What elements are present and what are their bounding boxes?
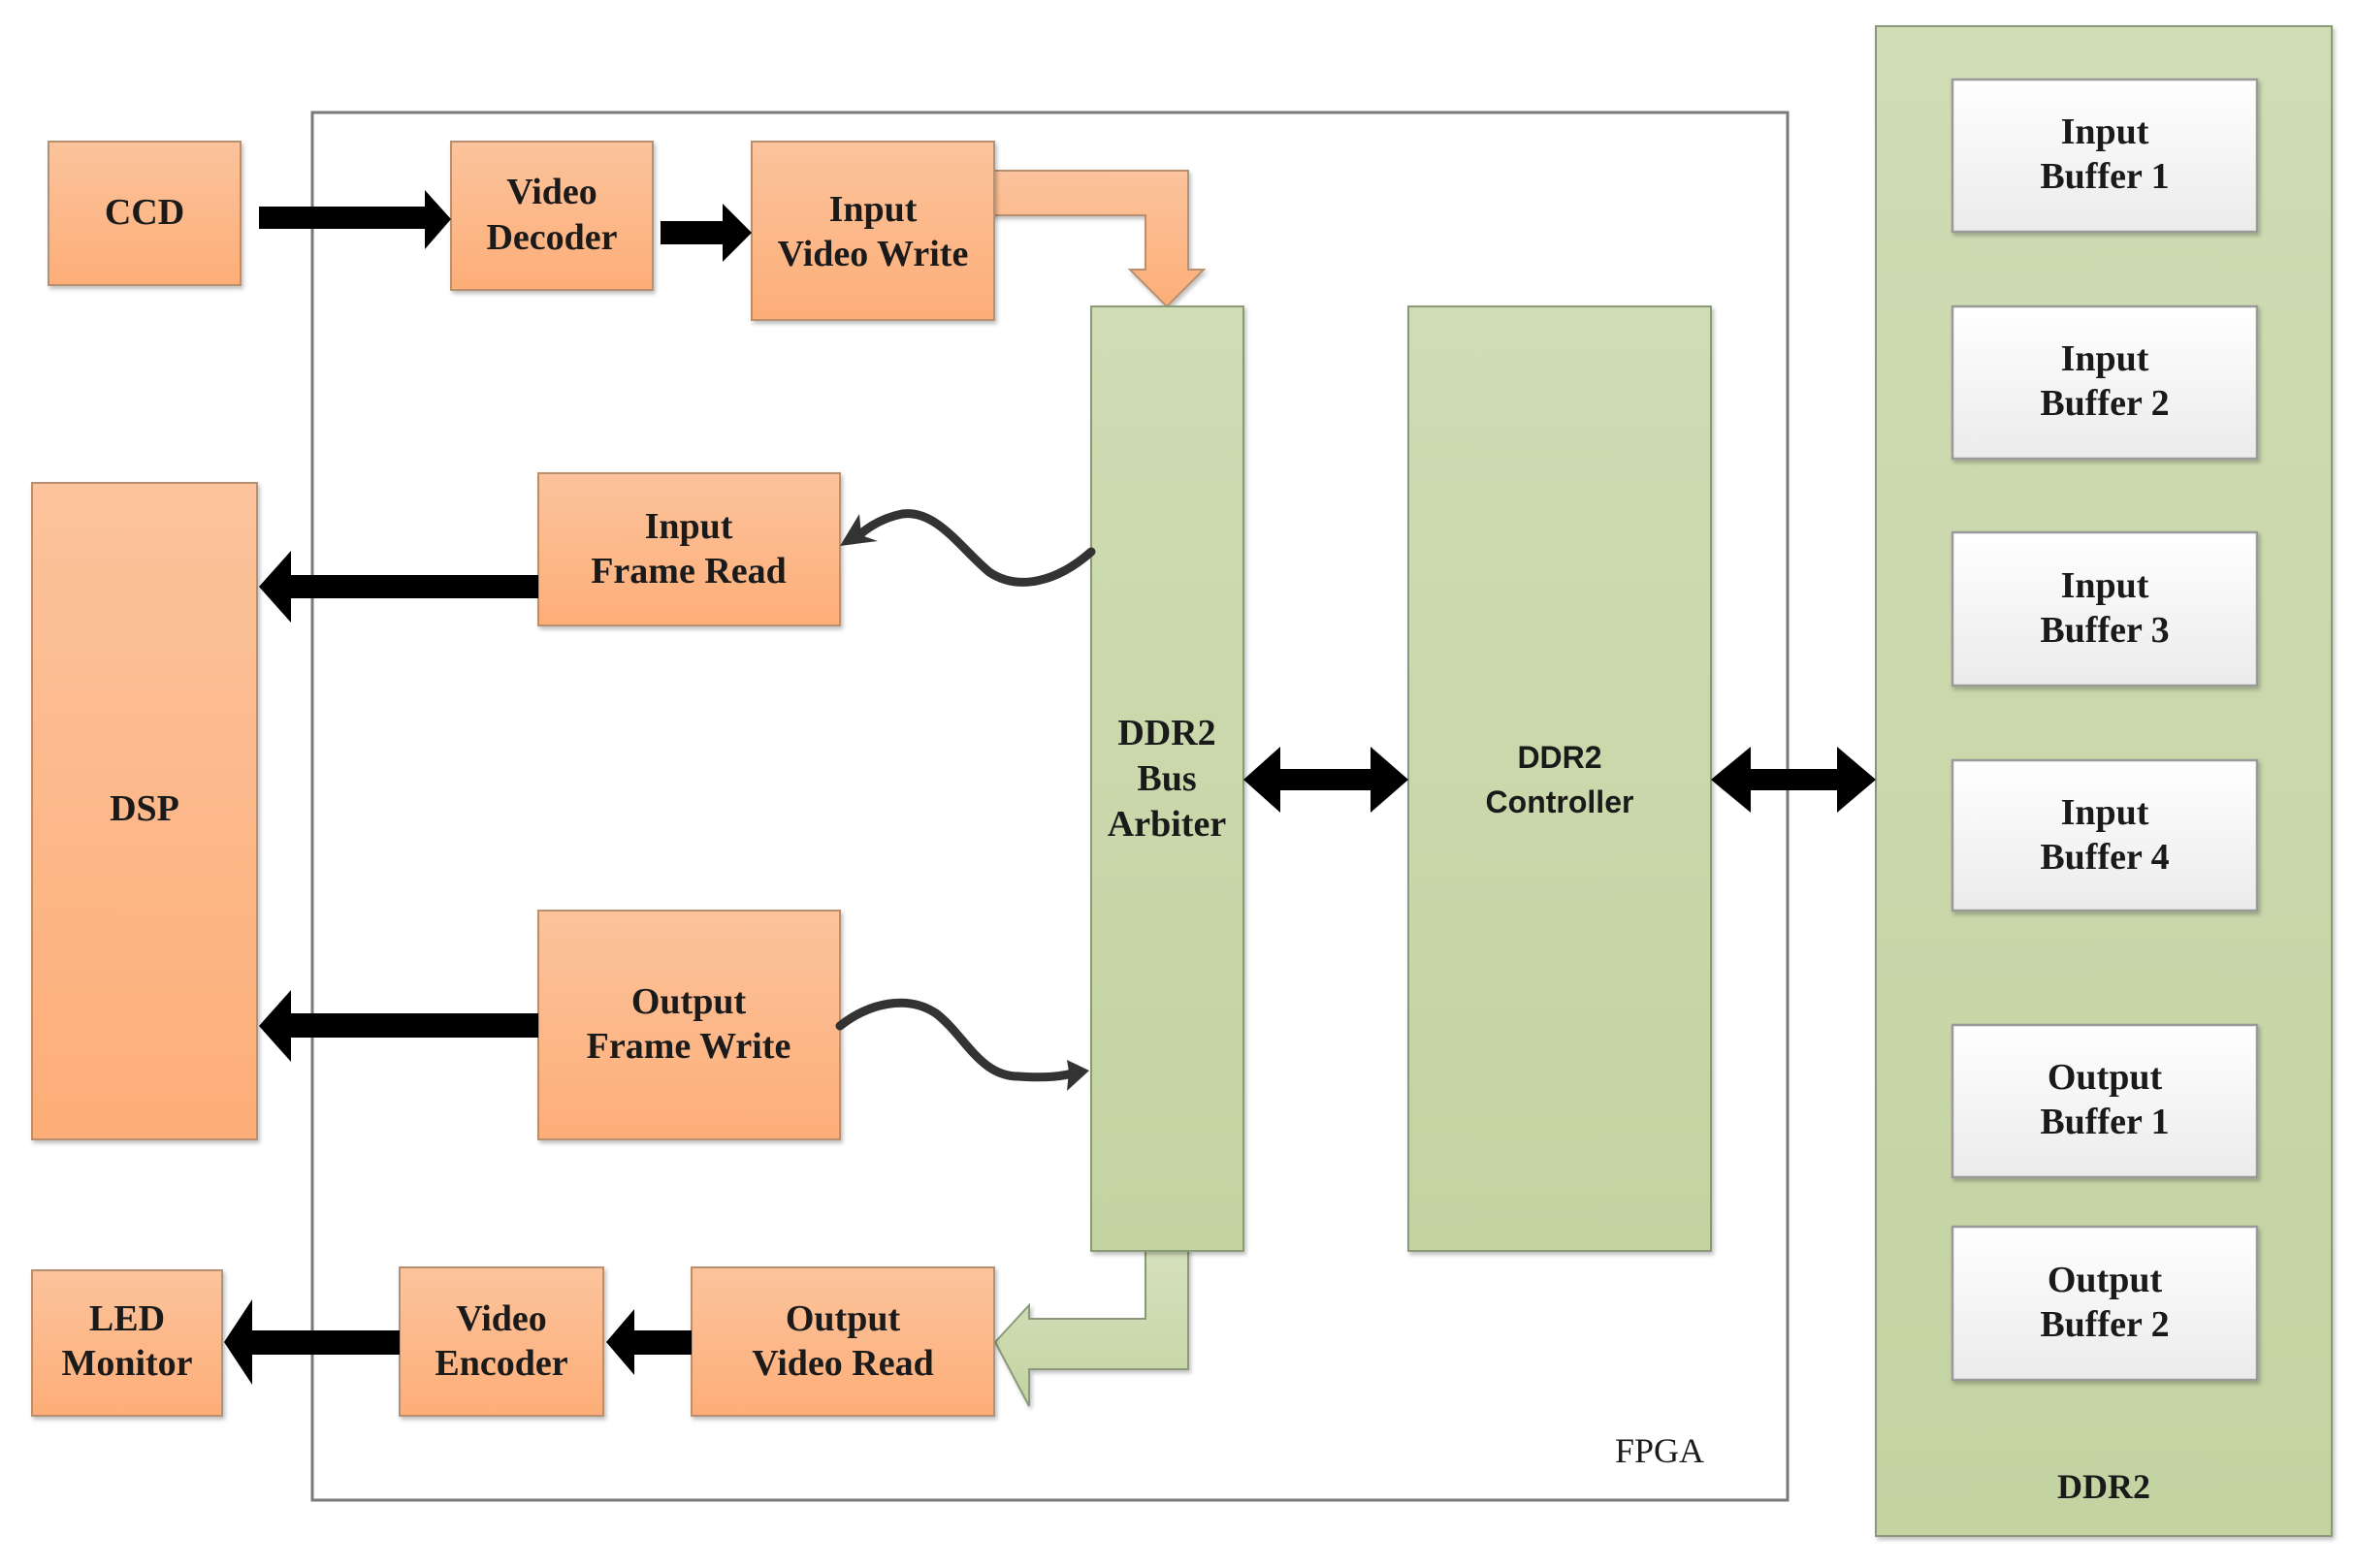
frame-read-to-dsp-arrow [259,551,538,623]
input-frame-read-block: Input Frame Read [537,472,841,626]
ddr2-bus-arbiter-block: DDR2 Bus Arbiter [1090,305,1244,1252]
ddr2-controller-block: DDR2 Controller [1407,305,1712,1252]
input-video-write-label-line2: Video Write [778,234,969,274]
output-video-read-block: Output Video Read [691,1266,995,1417]
arbiter-to-output-read-arrow [993,1248,1189,1407]
buffer-label-line2: Buffer 2 [2040,1304,2169,1345]
input-frame-read-label-line2: Frame Read [591,551,787,592]
bus-arbiter-label-line3: Arbiter [1108,804,1227,845]
output-frame-write-block: Output Frame Write [537,910,841,1140]
buffer-label-line1: Input [2061,112,2149,152]
buffer-label-line1: Input [2061,338,2149,379]
dsp-label: DSP [110,788,179,829]
write-to-arbiter-arrow [990,170,1207,308]
buffer-label-line2: Buffer 1 [2040,1102,2169,1142]
controller-label-line1: DDR2 [1517,740,1601,775]
arbiter-controller-double-arrow [1243,747,1408,813]
fpga-label: FPGA [1615,1431,1704,1470]
video-encoder-block: Video Encoder [399,1266,604,1417]
frame-write-to-dsp-arrow [259,990,538,1062]
output-frame-write-label-line2: Frame Write [587,1026,791,1067]
output-frame-write-label-line1: Output [631,981,747,1022]
read-to-encoder-arrow [606,1309,692,1375]
controller-ddr2-double-arrow [1711,747,1876,813]
buffer-label-line2: Buffer 1 [2040,156,2169,197]
video-decoder-block: Video Decoder [450,141,654,291]
buffer-label-line1: Output [2048,1057,2163,1098]
bus-arbiter-label-line1: DDR2 [1117,713,1215,753]
input-frame-read-label-line1: Input [645,506,733,547]
fpga-container: FPGA [310,111,1790,1502]
buffer-label-line2: Buffer 3 [2040,610,2169,651]
input-buffer-4: Input Buffer 4 [1951,758,2259,912]
video-decoder-label-line1: Video [506,172,597,212]
ddr2-container-label: DDR2 [2057,1467,2150,1506]
arbiter-to-frame-read-wave-arrow [840,509,1096,587]
input-video-write-label-line1: Input [829,189,918,230]
controller-label-line2: Controller [1486,784,1634,819]
decoder-to-write-arrow [661,204,752,262]
ccd-to-decoder-arrow [259,190,451,249]
output-buffer-1: Output Buffer 1 [1951,1023,2259,1179]
output-video-read-label-line1: Output [786,1298,901,1339]
input-buffer-1: Input Buffer 1 [1951,78,2259,234]
output-video-read-label-line2: Video Read [752,1343,934,1384]
input-buffer-2: Input Buffer 2 [1951,304,2259,461]
buffer-label-line1: Output [2048,1260,2163,1300]
input-buffer-3: Input Buffer 3 [1951,530,2259,688]
ccd-block: CCD [48,141,242,286]
buffer-label-line2: Buffer 4 [2040,837,2169,878]
led-monitor-label-line2: Monitor [61,1343,192,1384]
buffer-label-line1: Input [2061,792,2149,833]
frame-write-to-arbiter-wave-arrow [835,998,1089,1091]
dsp-block: DSP [31,482,258,1140]
encoder-to-monitor-arrow [224,1299,400,1385]
buffer-label-line2: Buffer 2 [2040,383,2169,424]
led-monitor-block: LED Monitor [31,1269,223,1417]
video-encoder-label-line1: Video [456,1298,547,1339]
buffer-label-line1: Input [2061,565,2149,606]
ccd-label: CCD [105,192,184,233]
video-decoder-label-line2: Decoder [486,217,617,258]
bus-arbiter-label-line2: Bus [1137,758,1196,799]
video-encoder-label-line2: Encoder [435,1343,567,1384]
output-buffer-2: Output Buffer 2 [1951,1225,2259,1382]
led-monitor-label-line1: LED [89,1298,165,1339]
input-video-write-block: Input Video Write [751,141,995,321]
